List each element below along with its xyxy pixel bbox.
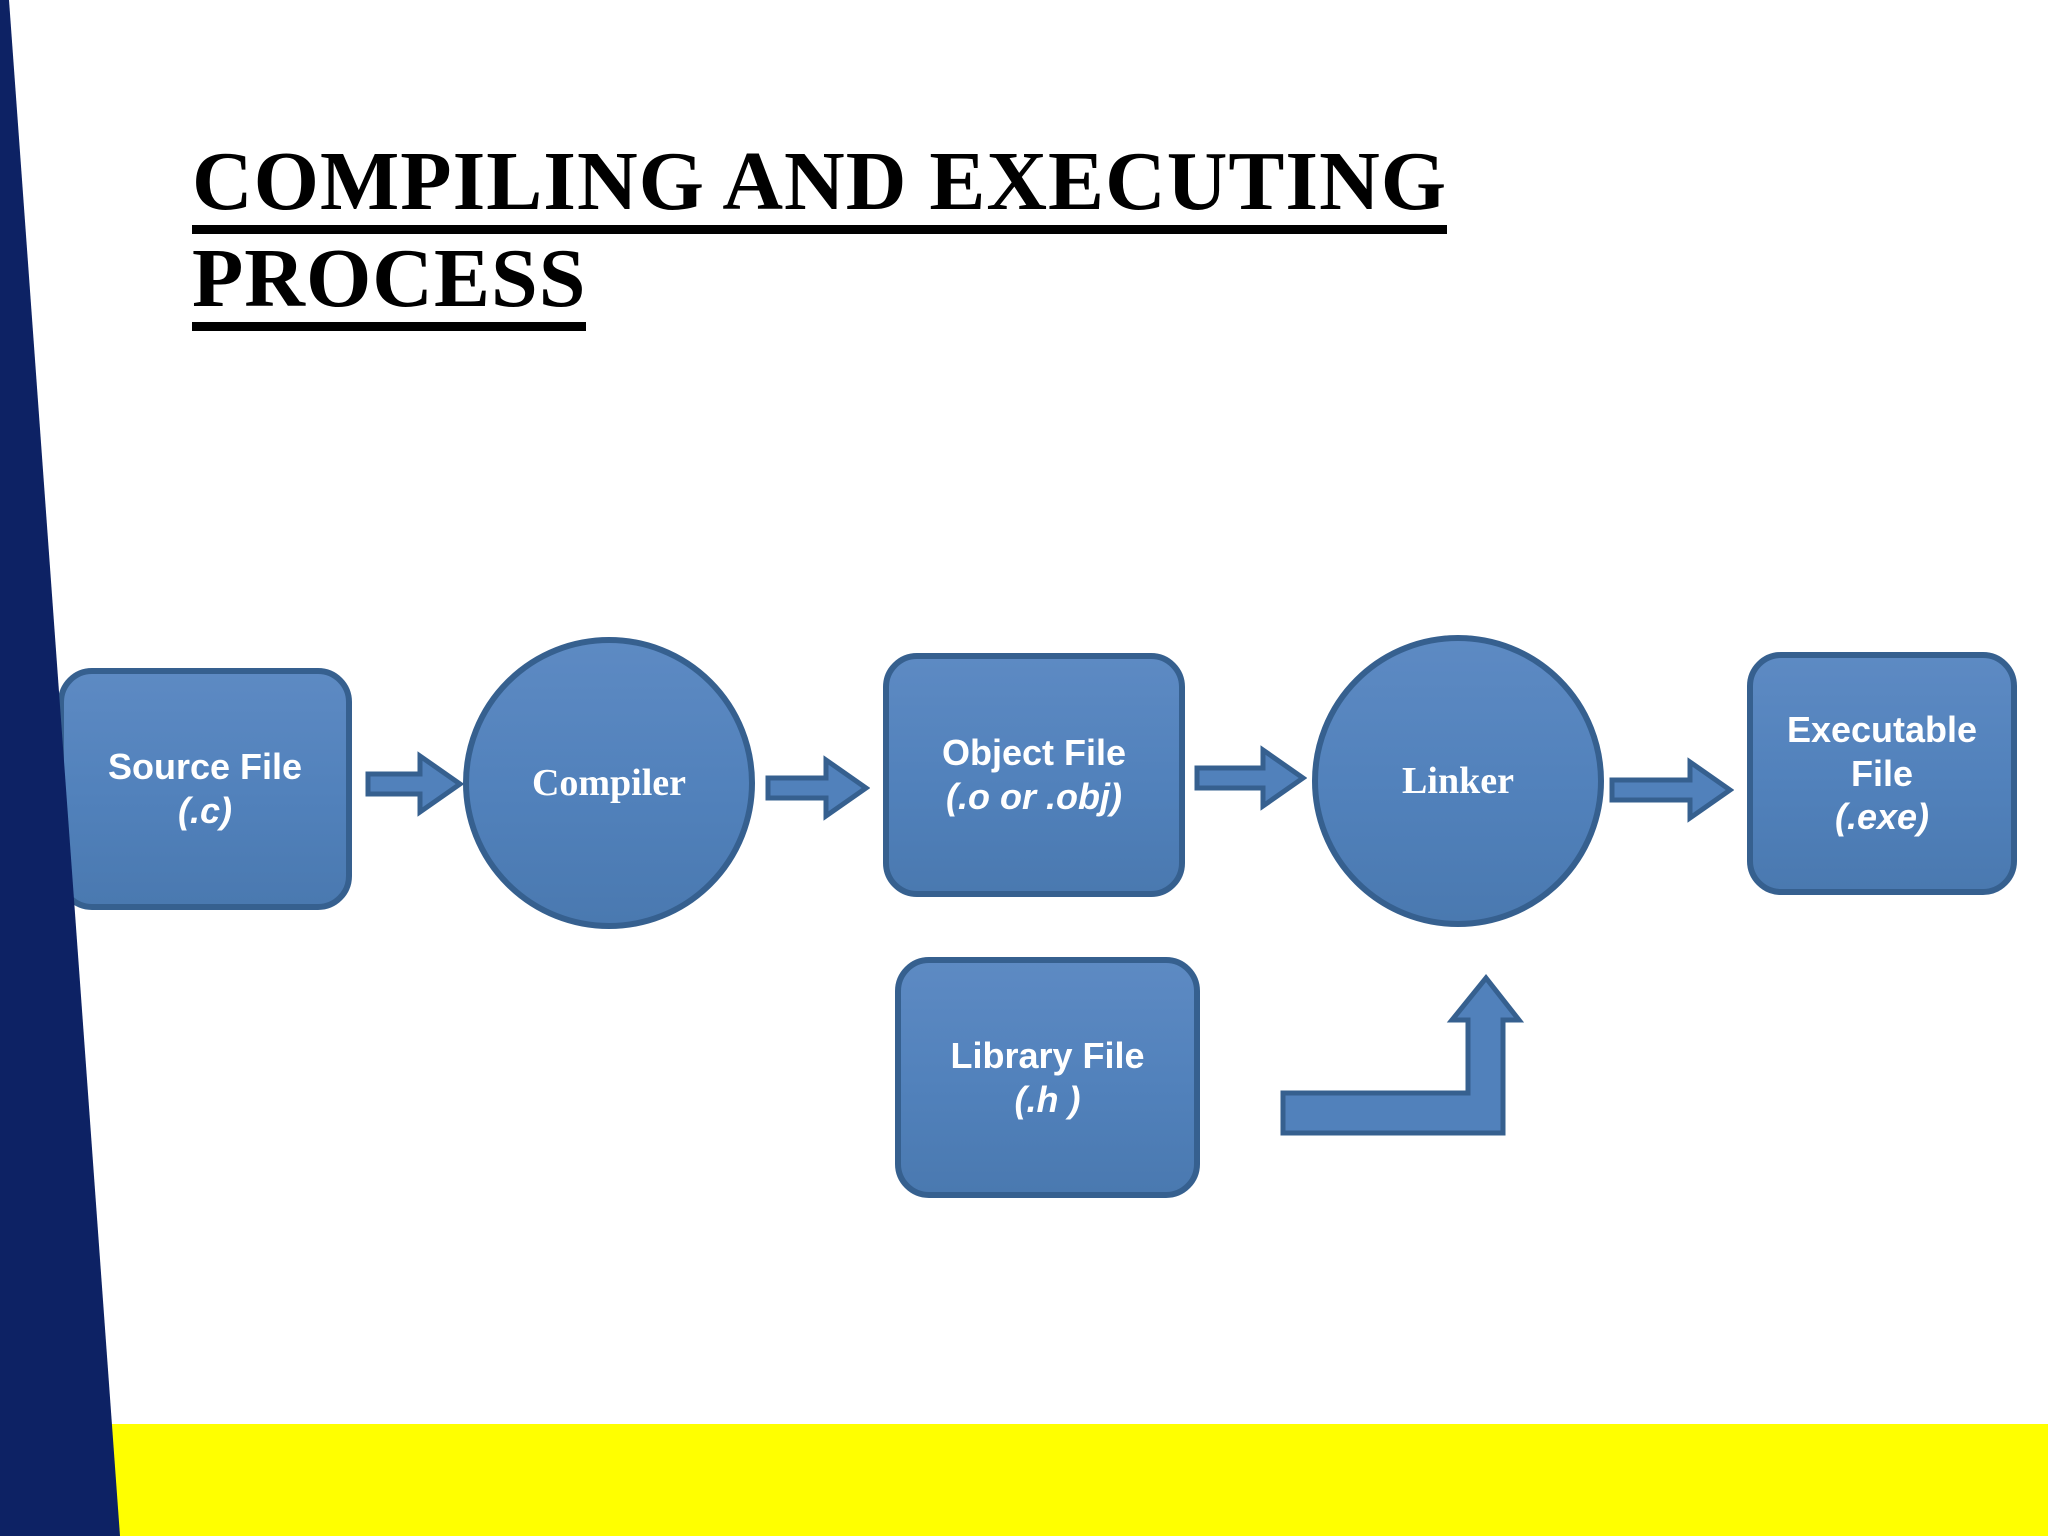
node-compiler: Compiler [463,637,755,929]
arrow-right-icon [1609,757,1734,823]
arrow-right-icon [1194,745,1307,811]
node-sublabel: (.c) [178,790,232,831]
node-linker: Linker [1312,635,1604,927]
node-label: Compiler [531,761,687,804]
node-library-file: Library File (.h ) [895,957,1200,1198]
node-label: Source File [107,746,303,788]
arrow-right-icon [365,751,464,817]
node-sublabel: (.exe) [1834,796,1930,838]
node-executable-file: Executable File (.exe) [1747,652,2017,895]
node-source-file: Source File (.c) [58,668,352,910]
node-label: Library File [950,1034,1145,1076]
node-sublabel: (.o or .obj) [946,776,1122,817]
title-line-1: COMPILING AND EXECUTING [192,140,1448,234]
node-label: Executable File [1786,708,1978,794]
node-object-file: Object File (.o or .obj) [883,653,1185,897]
node-label: Linker [1402,759,1514,802]
arrow-elbow-up-icon [1280,973,1524,1136]
bottom-yellow-band [0,1424,2048,1536]
title-line-2: PROCESS [192,237,587,331]
node-label: Object File [941,732,1127,774]
arrow-right-icon [765,755,870,821]
page-title: COMPILING AND EXECUTING PROCESS [192,140,1448,334]
node-sublabel: (.h ) [1014,1078,1081,1120]
